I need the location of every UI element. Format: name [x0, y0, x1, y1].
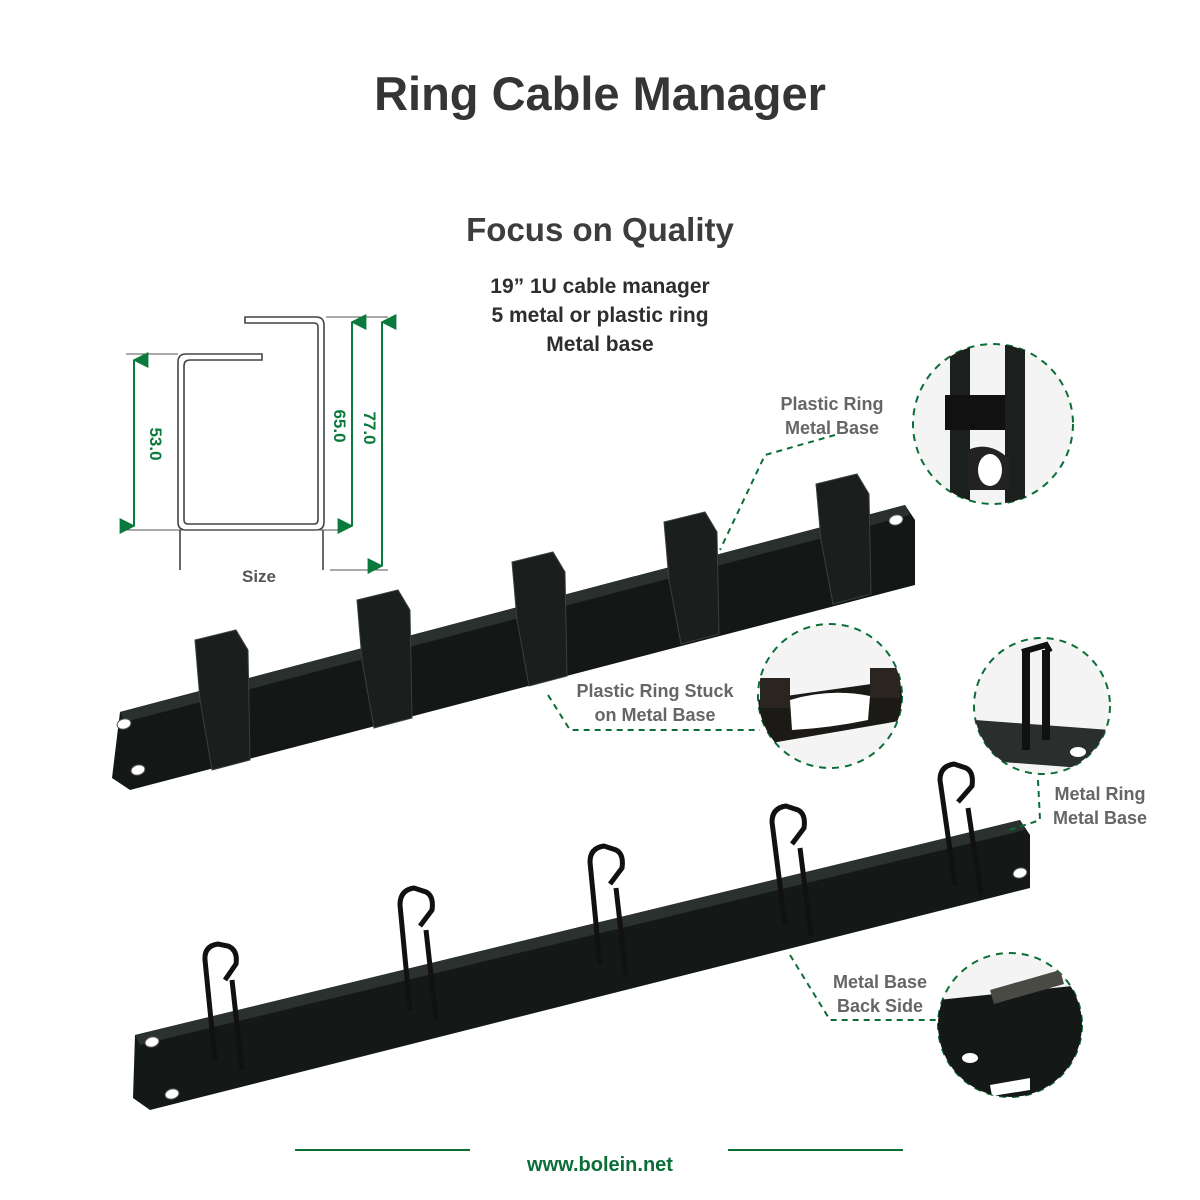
plastic-ring-cable-manager: [112, 473, 915, 790]
dim-label-53: 53.0: [146, 427, 165, 460]
callout-plastic-ring-stuck: Plastic Ring Stuck on Metal Base: [560, 679, 750, 727]
callout-line: Back Side: [836, 996, 924, 1016]
metal-ring-cable-manager: [133, 761, 1030, 1110]
feature-line-1: 19” 1U cable manager: [490, 275, 710, 298]
callout-line: Metal Base: [832, 972, 928, 992]
callout-line: Metal Ring: [1054, 784, 1146, 804]
zoom-metal-ring: [973, 637, 1111, 775]
callout-line: Plastic Ring: [780, 394, 884, 414]
zoom-plastic-ring: [912, 343, 1074, 505]
callout-metal-base-back-side: Metal Base Back Side: [820, 970, 940, 1018]
callout-metal-ring-metal-base: Metal Ring Metal Base: [1040, 782, 1160, 830]
bracket-profile: [177, 316, 325, 531]
dim-label-77: 77.0: [360, 411, 379, 444]
page-title: Ring Cable Manager: [374, 67, 826, 120]
callout-line: Plastic Ring Stuck: [576, 681, 734, 701]
feature-line-3: Metal base: [546, 333, 654, 356]
size-diagram: 53.0 65.0 77.0 Size: [119, 314, 397, 586]
callout-line: Metal Base: [1052, 808, 1148, 828]
dim-label-65: 65.0: [330, 409, 349, 442]
zoom-metal-base-back: [937, 952, 1083, 1098]
size-caption: Size: [242, 567, 276, 586]
callout-line: on Metal Base: [594, 705, 716, 725]
callout-plastic-ring-metal-base: Plastic Ring Metal Base: [772, 392, 892, 440]
zoom-plastic-ring-stuck: [757, 623, 903, 769]
feature-line-2: 5 metal or plastic ring: [491, 304, 709, 327]
callout-line: Metal Base: [784, 418, 880, 438]
page-subtitle: Focus on Quality: [466, 211, 734, 248]
footer-url: www.bolein.net: [527, 1154, 673, 1176]
